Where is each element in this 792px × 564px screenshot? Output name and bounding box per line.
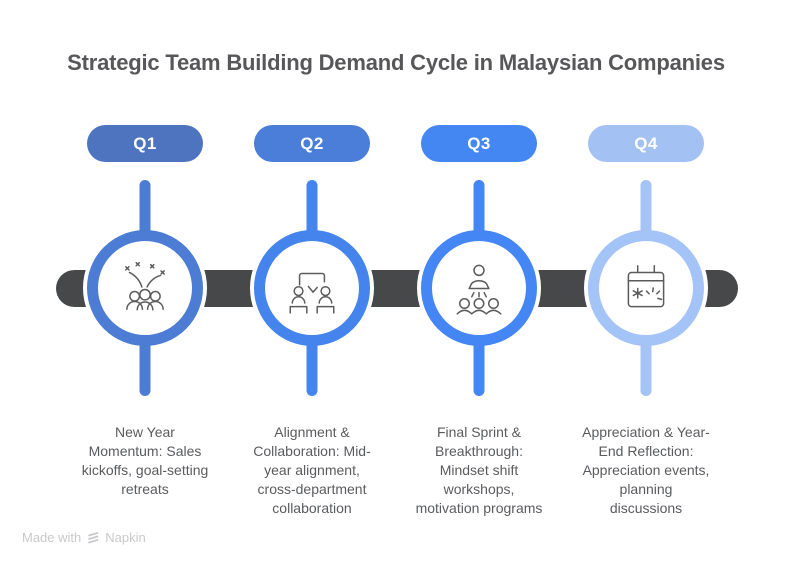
connector-stem-top (139, 180, 151, 240)
quarter-pill-q1: Q1 (87, 125, 203, 162)
workshop-presenter-icon (456, 264, 502, 315)
quarter-circle-q1 (87, 230, 203, 346)
napkin-logo-icon (88, 531, 99, 543)
org-collaboration-icon (289, 272, 335, 314)
connector-stem-bottom (473, 338, 485, 396)
connector-stem-bottom (306, 338, 318, 396)
quarter-pill-label: Q4 (634, 133, 658, 153)
quarter-column-q3: Q3 Final Sprint & Breakthrough: Mindset … (389, 0, 569, 564)
quarter-circle-q4 (588, 230, 704, 346)
diagram-title: Strategic Team Building Demand Cycle in … (67, 50, 725, 75)
quarter-description-q3: Final Sprint & Breakthrough: Mindset shi… (415, 424, 543, 516)
celebration-team-icon (125, 261, 165, 311)
quarter-pill-label: Q3 (467, 133, 491, 153)
quarter-description-q1: New Year Momentum: Sales kickoffs, goal-… (81, 424, 209, 497)
quarter-pill-q2: Q2 (254, 125, 370, 162)
quarter-column-q2: Q2 Alignment & Collaboration: Mid- year … (222, 0, 402, 564)
quarter-column-q1: Q1 New Year Momentum: Sales kickoffs, go… (55, 0, 235, 564)
watermark-prefix: Made with (22, 530, 82, 545)
quarter-pill-q4: Q4 (588, 125, 704, 162)
connector-stem-top (640, 180, 652, 240)
quarter-circle-q2 (254, 230, 370, 346)
quarter-description-q2: Alignment & Collaboration: Mid- year ali… (253, 424, 371, 516)
quarter-description-q4: Appreciation & Year- End Reflection: App… (582, 424, 710, 516)
connector-stem-top (306, 180, 318, 240)
connector-stem-bottom (139, 338, 151, 396)
quarter-column-q4: Q4 Appreciation & Year- End Reflection: … (556, 0, 736, 564)
quarter-pill-label: Q2 (300, 133, 324, 153)
connector-stem-bottom (640, 338, 652, 396)
watermark-brand: Napkin (105, 530, 146, 545)
napkin-watermark: Made with Napkin (22, 530, 146, 545)
calendar-celebration-icon (627, 264, 665, 308)
quarter-pill-q3: Q3 (421, 125, 537, 162)
quarter-circle-q3 (421, 230, 537, 346)
connector-stem-top (473, 180, 485, 240)
quarter-pill-label: Q1 (133, 133, 157, 153)
